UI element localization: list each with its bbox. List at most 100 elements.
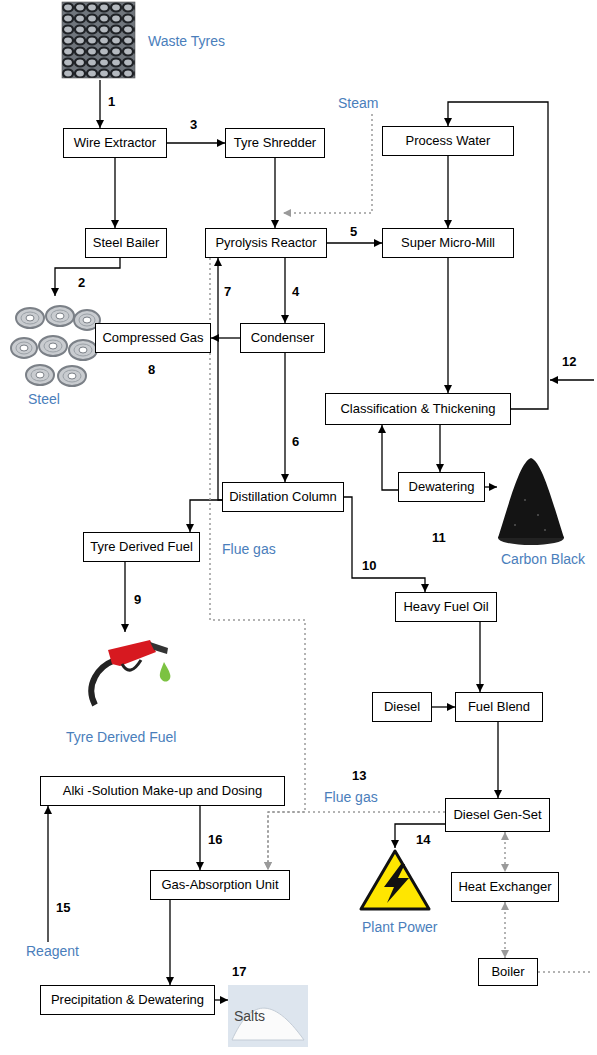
label-anchor: 10: [362, 556, 376, 574]
process-box: Process Water: [382, 126, 514, 156]
flow-arrow: [327, 242, 382, 243]
steel-coils-photo: [79, 347, 87, 353]
steel-coils-photo: [51, 310, 69, 322]
steel-coils-photo: [16, 308, 44, 328]
callout-number: 9: [134, 593, 141, 608]
flow-arrow: [55, 258, 120, 296]
tyre-pile-photo: [62, 2, 135, 78]
callout-number: 12: [562, 355, 576, 370]
tyre-pile-photo: [62, 2, 135, 78]
picture-node: Waste Tyres: [62, 2, 252, 80]
flow-arrow: [167, 142, 225, 143]
flow-arrow: [485, 486, 497, 487]
salt-pile-photo: [228, 985, 308, 1047]
label-anchor: 12: [562, 352, 576, 370]
carbon-black-pile: [524, 499, 526, 501]
high-voltage-sign: [361, 851, 429, 909]
label-anchor: 15: [56, 898, 70, 916]
picture-label: Reagent: [26, 943, 79, 960]
steel-coils-photo: [69, 340, 97, 360]
label-anchor: 4: [292, 282, 299, 300]
picture-node: Plant Power: [350, 848, 450, 938]
carbon-black-pile: [537, 514, 539, 516]
steel-coils-photo: [11, 306, 100, 386]
flue-gas-line: [504, 902, 506, 958]
process-box: Wire Extractor: [63, 128, 167, 158]
label-anchor: 16: [208, 830, 222, 848]
steel-coils-photo: [11, 338, 37, 358]
process-box: Super Micro-Mill: [382, 228, 514, 258]
fuel-nozzle-icon: [160, 662, 171, 682]
flow-arrow: [395, 824, 445, 848]
process-box: Precipitation & Dewatering: [40, 985, 215, 1015]
flow-arrow: [284, 258, 285, 323]
steel-coils-photo: [11, 338, 37, 358]
steel-coils-photo: [26, 315, 34, 321]
box-label: Fuel Blend: [468, 699, 530, 715]
callout-number: 10: [362, 559, 376, 574]
flow-arrow: [344, 497, 425, 592]
steel-coils-photo: [39, 336, 67, 356]
process-box: Tyre Shredder: [225, 128, 325, 158]
flow-arrow: [382, 425, 398, 490]
edge-label: Flue gas: [220, 541, 278, 557]
flow-arrow: [199, 806, 200, 870]
flow-arrow: [218, 258, 222, 500]
steel-coils-photo: [46, 306, 74, 326]
callout-number: 8: [148, 363, 155, 378]
steam-outlet-line: [538, 971, 590, 973]
label-anchor: 5: [350, 222, 357, 240]
steel-coils-photo: [21, 312, 39, 324]
picture-node: Salts: [228, 985, 308, 1047]
process-box: Tyre Derived Fuel: [83, 532, 200, 562]
box-label: Pyrolysis Reactor: [215, 235, 316, 251]
flow-arrow: [284, 353, 285, 482]
box-label: Diesel: [384, 699, 420, 715]
label-anchor: 17: [232, 962, 246, 980]
label-anchor: 7: [224, 282, 231, 300]
flue-gas-line: [504, 832, 506, 872]
label-anchor: 1: [108, 92, 115, 110]
flow-arrow: [447, 156, 448, 228]
flow-arrow: [497, 722, 498, 798]
steel-coils-photo: [39, 336, 67, 356]
salt-pile-photo: [228, 985, 308, 1047]
process-box: Fuel Blend: [455, 692, 543, 722]
flow-arrow: [47, 806, 48, 942]
steel-coils-photo: [69, 340, 97, 360]
steel-coils-photo: [58, 366, 86, 386]
label-anchor: Steam: [338, 94, 378, 112]
callout-number: 4: [292, 285, 299, 300]
flue-gas-line: [268, 812, 445, 870]
callout-number: 17: [232, 965, 246, 980]
box-label: Classification & Thickening: [340, 401, 495, 417]
carbon-black-pile: [498, 458, 564, 538]
box-label: Dewatering: [409, 479, 475, 495]
label-anchor: 8: [148, 360, 155, 378]
picture-label: Tyre Derived Fuel: [66, 729, 176, 746]
box-label: Distillation Column: [229, 489, 337, 505]
process-box: Dewatering: [398, 472, 485, 502]
edge-label-anchor: Flue gas: [220, 540, 278, 558]
picture-node: Tyre Derived Fuel: [60, 632, 200, 750]
carbon-black-pile: [544, 529, 546, 531]
label-anchor: 2: [78, 273, 85, 291]
salt-pile-photo: [232, 1008, 304, 1040]
box-label: Steel Bailer: [93, 235, 159, 251]
label-anchor: 13: [352, 766, 366, 784]
picture-node: Steel: [10, 296, 105, 410]
process-box: Classification & Thickening: [325, 393, 511, 425]
steel-coils-photo: [63, 370, 81, 382]
process-box: Condenser: [240, 323, 325, 353]
feed-arrow: [550, 380, 594, 381]
steel-coils-photo: [20, 345, 28, 351]
flow-arrow: [274, 158, 275, 228]
label-anchor: 6: [292, 432, 299, 450]
picture-label: Steel: [28, 391, 60, 408]
process-box: Compressed Gas: [95, 323, 211, 353]
box-label: Diesel Gen-Set: [453, 807, 541, 823]
picture-label: Salts: [234, 1008, 265, 1025]
callout-number: 15: [56, 901, 70, 916]
carbon-black-pile: [498, 458, 564, 545]
process-box: Boiler: [478, 958, 538, 986]
